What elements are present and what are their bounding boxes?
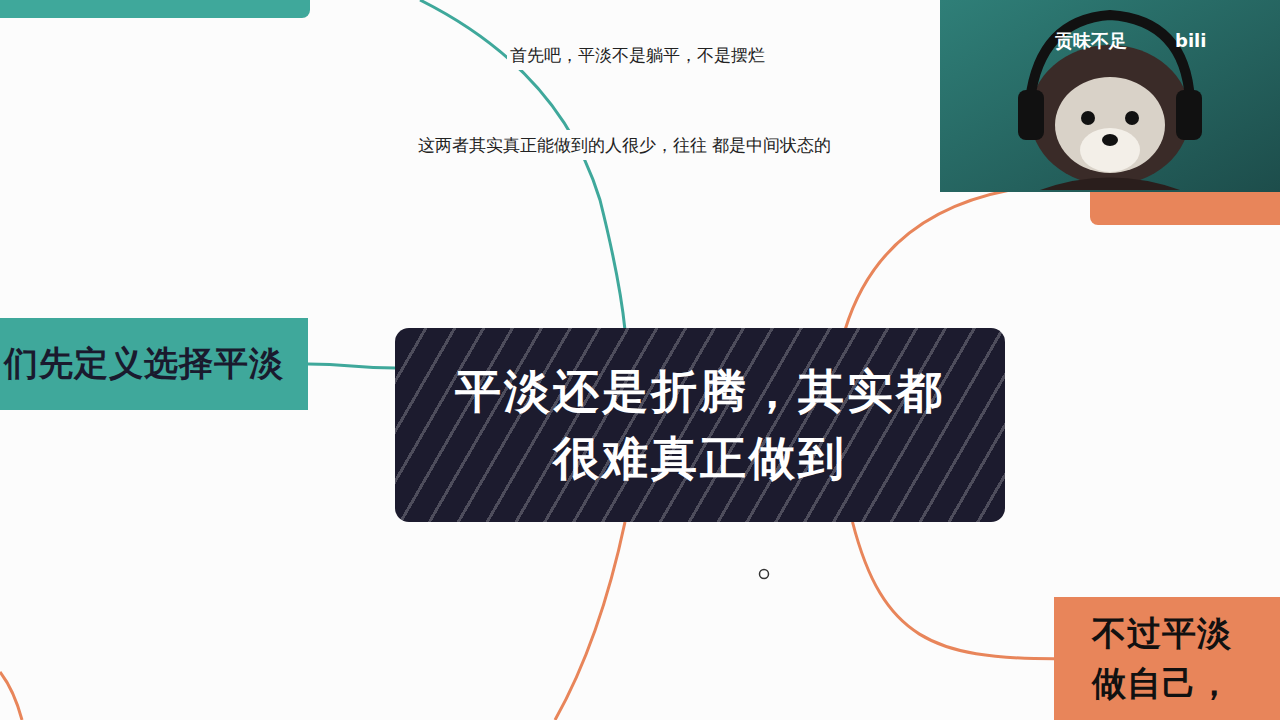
- orange-branch-box: 不过平淡 做自己，: [1054, 597, 1280, 720]
- watermark-logo: bili: [1172, 30, 1209, 52]
- note-text: 这两者其实真正能做到的人很少，往往 都是中间状态的: [415, 130, 939, 160]
- dot: [760, 570, 769, 579]
- central-topic-box: 平淡还是折腾，其实都很难真正做到: [395, 328, 1005, 522]
- teal-branch-box: 们先定义选择平淡: [0, 318, 308, 410]
- watermark-text: 贡味不足: [1052, 30, 1130, 52]
- node-text: 们先定义选择平淡: [4, 339, 284, 388]
- node-text: 平淡还是折腾，其实都很难真正做到: [450, 358, 950, 491]
- note-text: 首先吧，平淡不是躺平，不是摆烂: [507, 40, 768, 70]
- teal-branch-box: [0, 0, 310, 18]
- orange-branch-line: [845, 190, 1010, 330]
- node-text: 不过平淡 做自己，: [1092, 609, 1256, 708]
- video-thumbnail: [940, 0, 1280, 192]
- orange-branch-line: [555, 522, 625, 720]
- orange-branch-line: [0, 672, 22, 720]
- branch-connector: [308, 364, 395, 368]
- branch-connector: [853, 522, 1055, 659]
